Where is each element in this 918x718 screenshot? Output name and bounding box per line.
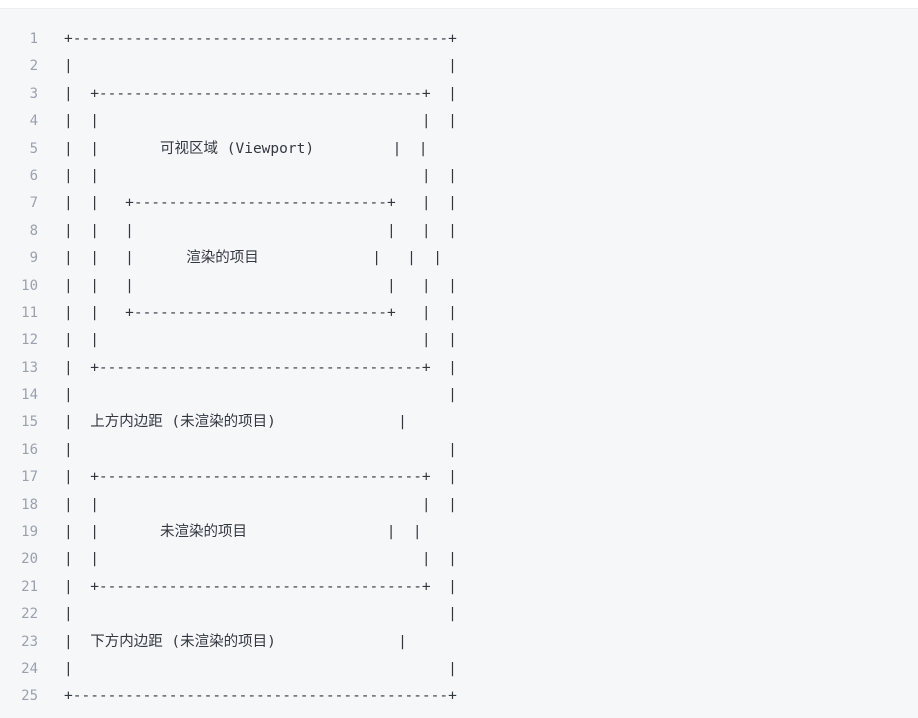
line-number: 16 [21, 441, 38, 458]
line-number: 24 [21, 660, 38, 677]
code-line: 9 | | | 渲染的项目 | | | [0, 245, 918, 272]
code-line: 21 | +----------------------------------… [0, 574, 918, 601]
code-line: 23 | 下方内边距 (未渲染的项目) | [0, 629, 918, 656]
line-content: | | | | | | [64, 222, 457, 239]
line-number: 7 [29, 195, 38, 212]
code-line: 16 | | [0, 437, 918, 464]
line-number: 9 [29, 250, 38, 267]
code-line: 1 +-------------------------------------… [0, 26, 918, 53]
line-number: 13 [21, 359, 38, 376]
line-content: | | | | [64, 332, 457, 349]
line-number: 25 [21, 688, 38, 705]
code-line: 11 | | +-----------------------------+ |… [0, 300, 918, 327]
line-content: | | 可视区域 (Viewport) | | [64, 140, 428, 157]
line-number: 3 [29, 85, 38, 102]
line-number: 2 [29, 58, 38, 75]
line-number: 15 [21, 414, 38, 431]
line-content: | | +-----------------------------+ | | [64, 304, 457, 321]
line-number: 4 [29, 113, 38, 130]
line-content: | | [64, 58, 457, 75]
code-line: 22 | | [0, 601, 918, 628]
line-number: 18 [21, 496, 38, 513]
line-number: 8 [29, 222, 38, 239]
line-content: | | | | [64, 167, 457, 184]
code-line: 25 +------------------------------------… [0, 683, 918, 710]
line-number: 23 [21, 633, 38, 650]
line-number: 10 [21, 277, 38, 294]
code-line: 2 | | [0, 53, 918, 80]
line-number: 14 [21, 387, 38, 404]
line-content: | 下方内边距 (未渲染的项目) | [64, 633, 407, 650]
line-content: | 上方内边距 (未渲染的项目) | [64, 414, 407, 431]
line-content: | | [64, 441, 457, 458]
code-line: 6 | | | | [0, 163, 918, 190]
line-content: | | 未渲染的项目 | | [64, 524, 422, 541]
line-content: | | | 渲染的项目 | | | [64, 250, 443, 267]
code-line: 12 | | | | [0, 327, 918, 354]
code-block[interactable]: 1 +-------------------------------------… [0, 8, 918, 718]
line-number: 19 [21, 524, 38, 541]
code-line: 13 | +----------------------------------… [0, 355, 918, 382]
code-line: 17 | +----------------------------------… [0, 464, 918, 491]
line-number: 1 [29, 31, 38, 47]
code-line: 24 | | [0, 656, 918, 683]
line-content: | | | | [64, 551, 457, 568]
line-content: | +-------------------------------------… [64, 85, 457, 102]
line-number: 5 [29, 140, 38, 157]
code-line: 10 | | | | | | [0, 273, 918, 300]
line-content: +---------------------------------------… [64, 31, 457, 47]
code-line: 3 | +-----------------------------------… [0, 81, 918, 108]
line-content: | | | | [64, 496, 457, 513]
line-content: | | [64, 606, 457, 623]
code-line: 7 | | +-----------------------------+ | … [0, 190, 918, 217]
line-content: | +-------------------------------------… [64, 359, 457, 376]
line-number: 21 [21, 578, 38, 595]
code-line: 18 | | | | [0, 492, 918, 519]
line-number: 12 [21, 332, 38, 349]
code-line: 14 | | [0, 382, 918, 409]
line-content: | | | | | | [64, 277, 457, 294]
code-line: 4 | | | | [0, 108, 918, 135]
line-content: | | | | [64, 113, 457, 130]
line-number: 6 [29, 167, 38, 184]
code-line: 5 | | 可视区域 (Viewport) | | [0, 136, 918, 163]
code-line: 19 | | 未渲染的项目 | | [0, 519, 918, 546]
line-number: 11 [21, 304, 38, 321]
line-content: | | [64, 387, 457, 404]
line-content: | +-------------------------------------… [64, 578, 457, 595]
code-lines: 1 +-------------------------------------… [0, 26, 918, 711]
line-number: 17 [21, 469, 38, 486]
line-number: 22 [21, 606, 38, 623]
code-line: 8 | | | | | | [0, 218, 918, 245]
line-content: | +-------------------------------------… [64, 469, 457, 486]
line-content: +---------------------------------------… [64, 688, 457, 705]
code-line: 15 | 上方内边距 (未渲染的项目) | [0, 409, 918, 436]
line-content: | | +-----------------------------+ | | [64, 195, 457, 212]
line-content: | | [64, 660, 457, 677]
line-number: 20 [21, 551, 38, 568]
code-line: 20 | | | | [0, 546, 918, 573]
